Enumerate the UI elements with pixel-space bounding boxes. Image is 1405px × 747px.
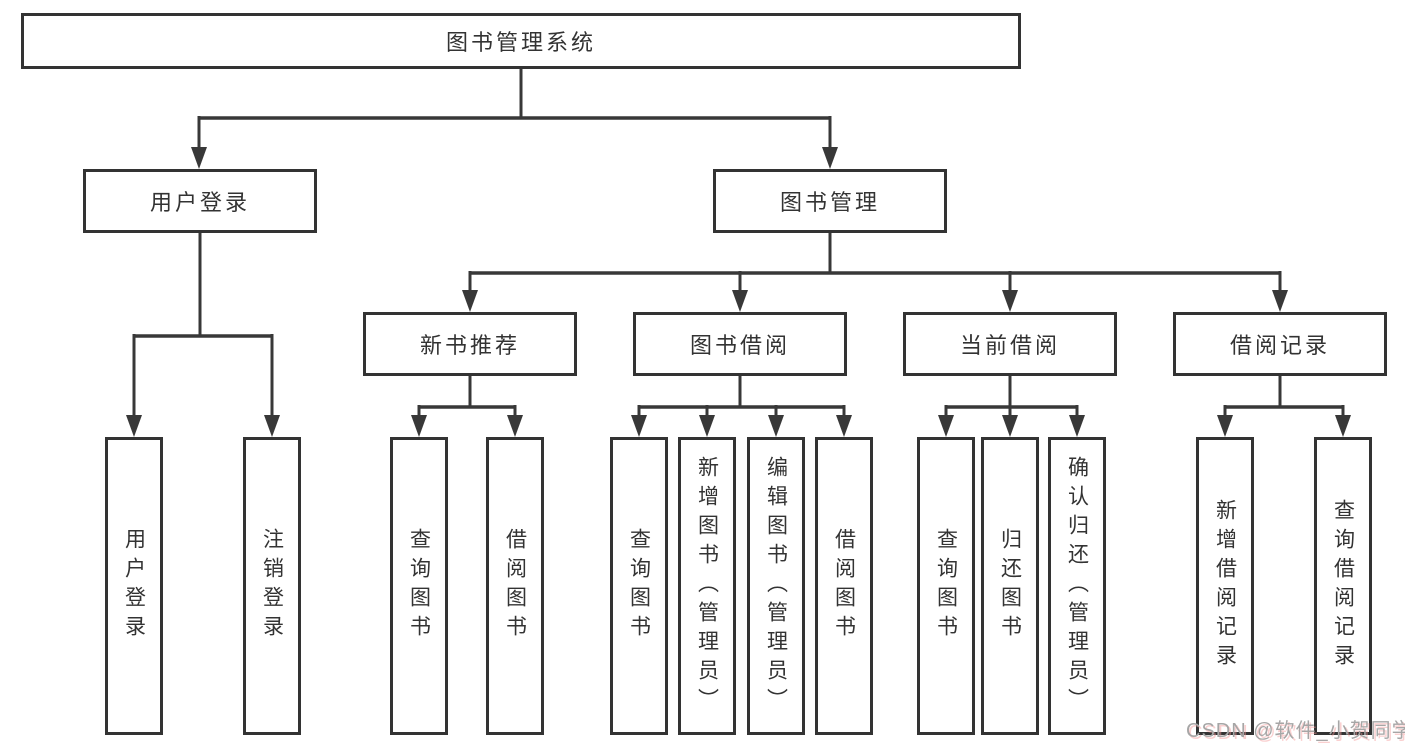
- node-borrow-records: 借阅记录: [1173, 312, 1387, 376]
- leaf-edit-book-admin: 编辑图书（管理员）: [747, 437, 805, 735]
- node-book-management: 图书管理: [713, 169, 947, 233]
- node-current-borrow: 当前借阅: [903, 312, 1117, 376]
- leaf-confirm-return-admin: 确认归还（管理员）: [1048, 437, 1106, 735]
- leaf-query-book: 查询图书: [390, 437, 448, 735]
- leaf-return-book: 归还图书: [981, 437, 1039, 735]
- leaf-query-borrow-record: 查询借阅记录: [1314, 437, 1372, 735]
- leaf-query-book: 查询图书: [610, 437, 668, 735]
- arrowheads: [126, 147, 1351, 437]
- leaf-borrow-book: 借阅图书: [486, 437, 544, 735]
- node-library-system: 图书管理系统: [21, 13, 1021, 69]
- leaf-logout: 注销登录: [243, 437, 301, 735]
- node-new-book-recommend: 新书推荐: [363, 312, 577, 376]
- csdn-watermark: CSDN @软件_小贺同学: [1186, 720, 1405, 742]
- leaf-query-book: 查询图书: [917, 437, 975, 735]
- leaf-user-login: 用户登录: [105, 437, 163, 735]
- leaf-borrow-book: 借阅图书: [815, 437, 873, 735]
- leaf-add-book-admin: 新增图书（管理员）: [678, 437, 736, 735]
- node-user-login: 用户登录: [83, 169, 317, 233]
- node-book-borrow: 图书借阅: [633, 312, 847, 376]
- leaf-add-borrow-record: 新增借阅记录: [1196, 437, 1254, 735]
